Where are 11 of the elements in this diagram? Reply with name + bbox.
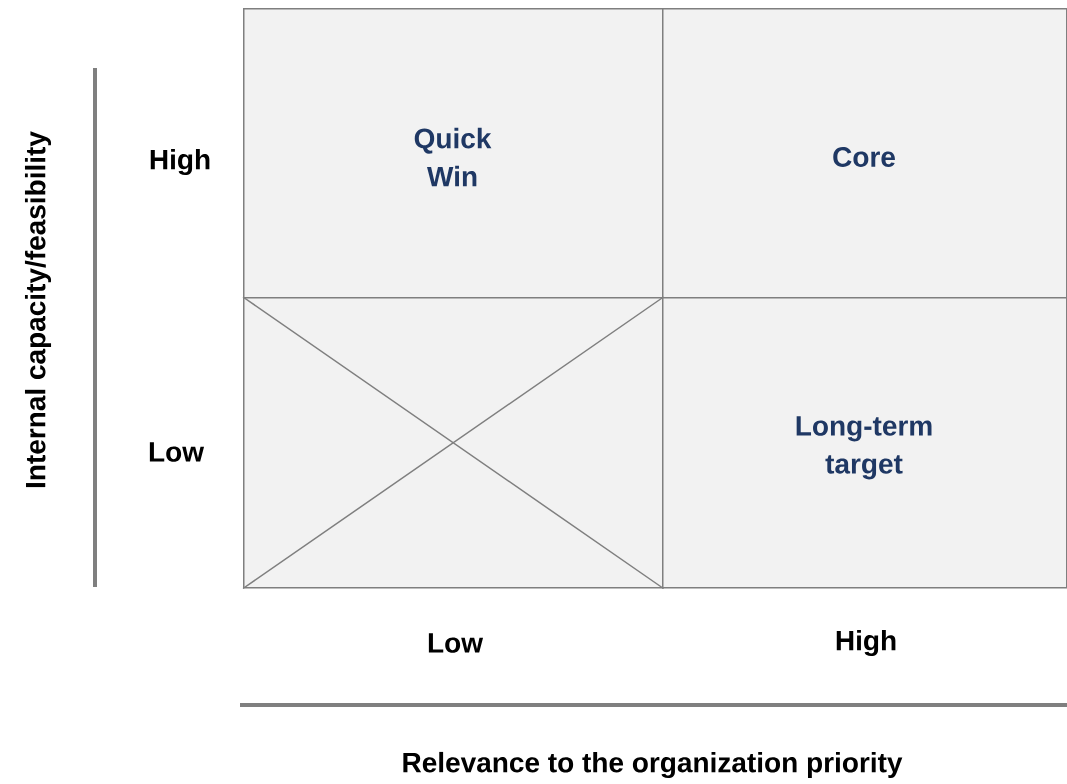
quadrant-box: Core (662, 8, 1067, 299)
axis-tick-label: High (150, 148, 210, 176)
node-label: Core (833, 147, 895, 167)
quadrant-box: Long-term target (662, 297, 1067, 589)
quadrant-box: Quick Win (243, 8, 664, 299)
axis-title: Internal capacity/feasibility (24, 131, 52, 488)
axis-title: Relevance to the organization priority (403, 751, 903, 779)
axis-tick-label: High (836, 629, 896, 657)
axis-tick-label: Low (428, 633, 484, 653)
crossed-box (242, 296, 665, 590)
axis-tick-label: Low (149, 442, 205, 462)
